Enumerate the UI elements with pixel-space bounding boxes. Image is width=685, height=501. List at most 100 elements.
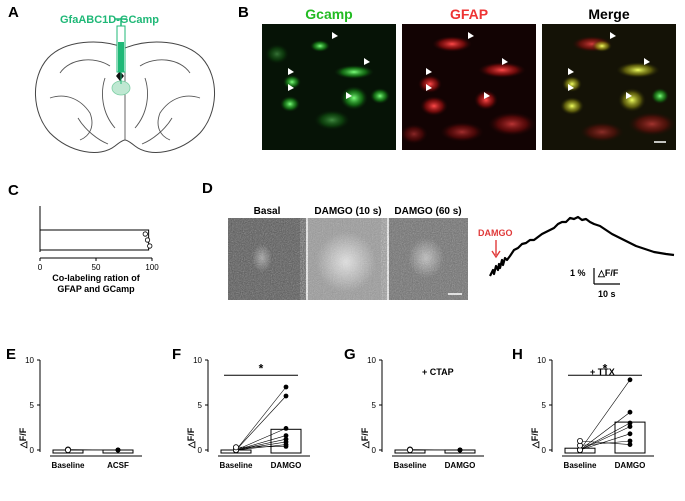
c-point (142, 231, 148, 237)
paired-line (235, 428, 287, 451)
c-point (147, 243, 153, 249)
d-scale-y: 1 % (570, 268, 586, 278)
paired-line (235, 395, 287, 451)
d-image-damgo10 (308, 218, 387, 300)
d-image-basal (228, 218, 306, 300)
treatment-point (627, 438, 633, 444)
gfap-micrograph (402, 24, 536, 150)
c-bar (39, 229, 150, 251)
treatment-point (457, 447, 463, 453)
y-tick-label: 0 (542, 446, 547, 455)
treatment-point (283, 426, 289, 431)
y-tick-label: 0 (372, 446, 377, 455)
g-ylabel: △F/F (360, 427, 370, 449)
y-tick-label: 10 (537, 356, 546, 365)
treatment-point (627, 424, 633, 429)
brain-schematic (35, 18, 215, 153)
treatment-point (283, 393, 289, 399)
damgo-stim-label: DAMGO (478, 228, 513, 238)
baseline-point (407, 447, 414, 454)
d-scale-x: 10 s (598, 289, 616, 299)
panel-letter-d: D (202, 180, 213, 197)
treatment-point (283, 433, 289, 438)
c-xlabel-2: GFAP and GCamp (57, 284, 135, 294)
b-title-gcamp: Gcamp (305, 6, 353, 22)
c-x-tick-label: 100 (145, 263, 159, 272)
x-category-label: Baseline (52, 461, 85, 470)
treatment-point (627, 377, 633, 383)
y-tick-label: 10 (25, 356, 34, 365)
x-category-label: DAMGO (445, 461, 476, 470)
paired-line (235, 444, 287, 451)
c-xlabel-1: Co-labeling ration of (52, 273, 140, 283)
bar-1 (614, 421, 646, 454)
baseline-point (65, 447, 72, 454)
d-image-damgo60 (389, 218, 468, 300)
d-scale-y-unit: △F/F (598, 268, 619, 278)
merge-micrograph (542, 24, 676, 150)
x-category-label: Baseline (394, 461, 427, 470)
treatment-point (283, 444, 289, 449)
g-condition: + CTAP (422, 367, 454, 377)
e-ylabel: △F/F (18, 427, 28, 449)
y-tick-label: 10 (367, 356, 376, 365)
h-ylabel: △F/F (530, 427, 540, 449)
paired-line (235, 435, 287, 451)
panel-letter-f: F (172, 346, 182, 363)
treatment-point (627, 409, 633, 415)
y-tick-label: 5 (30, 401, 35, 410)
y-tick-label: 0 (198, 446, 203, 455)
d-title-basal: Basal (253, 206, 281, 217)
f-ylabel: △F/F (186, 427, 196, 449)
d-title-damgo10: DAMGO (10 s) (314, 206, 382, 217)
calcium-trace (489, 215, 675, 285)
sig-star: * (259, 361, 264, 375)
b-title-gfap: GFAP (449, 6, 489, 22)
gcamp-micrograph (262, 24, 396, 150)
x-category-label: Baseline (564, 461, 597, 470)
y-tick-label: 10 (193, 356, 202, 365)
treatment-point (283, 384, 289, 390)
paired-line (579, 411, 631, 451)
b-title-merge: Merge (588, 6, 630, 22)
d-title-damgo60: DAMGO (60 s) (394, 206, 462, 217)
paired-line (579, 440, 631, 445)
paired-line (579, 422, 631, 451)
paired-line (235, 446, 287, 448)
panel-letter-a: A (8, 4, 19, 21)
baseline-point (233, 444, 240, 451)
baseline-point (577, 438, 584, 445)
sig-star: * (603, 361, 608, 375)
x-category-label: Baseline (220, 461, 253, 470)
x-category-label: DAMGO (271, 461, 302, 470)
c-x-tick-label: 0 (38, 263, 43, 272)
x-category-label: ACSF (107, 461, 129, 470)
h-condition: + TTX (590, 367, 615, 377)
paired-line (579, 379, 631, 451)
paired-line (579, 440, 631, 446)
paired-line (235, 438, 287, 451)
y-tick-label: 5 (542, 401, 547, 410)
treatment-point (627, 431, 633, 437)
y-tick-label: 0 (30, 446, 35, 455)
panel-letter-h: H (512, 346, 523, 363)
d-image-strip (228, 218, 468, 300)
paired-line (579, 426, 631, 451)
panel-letter-e: E (6, 346, 17, 363)
treatment-point (627, 442, 633, 447)
paired-line (579, 433, 631, 451)
x-category-label: DAMGO (615, 461, 646, 470)
paired-line (235, 441, 287, 451)
y-tick-label: 5 (372, 401, 377, 410)
panel-letter-b: B (238, 4, 249, 21)
panel-letter-g: G (344, 346, 356, 363)
injection-label: GfaABC1D-GCamp (60, 14, 160, 26)
c-x-tick-label: 50 (92, 263, 101, 272)
c-point (144, 237, 151, 243)
treatment-point (627, 420, 633, 426)
paired-line (235, 386, 287, 451)
